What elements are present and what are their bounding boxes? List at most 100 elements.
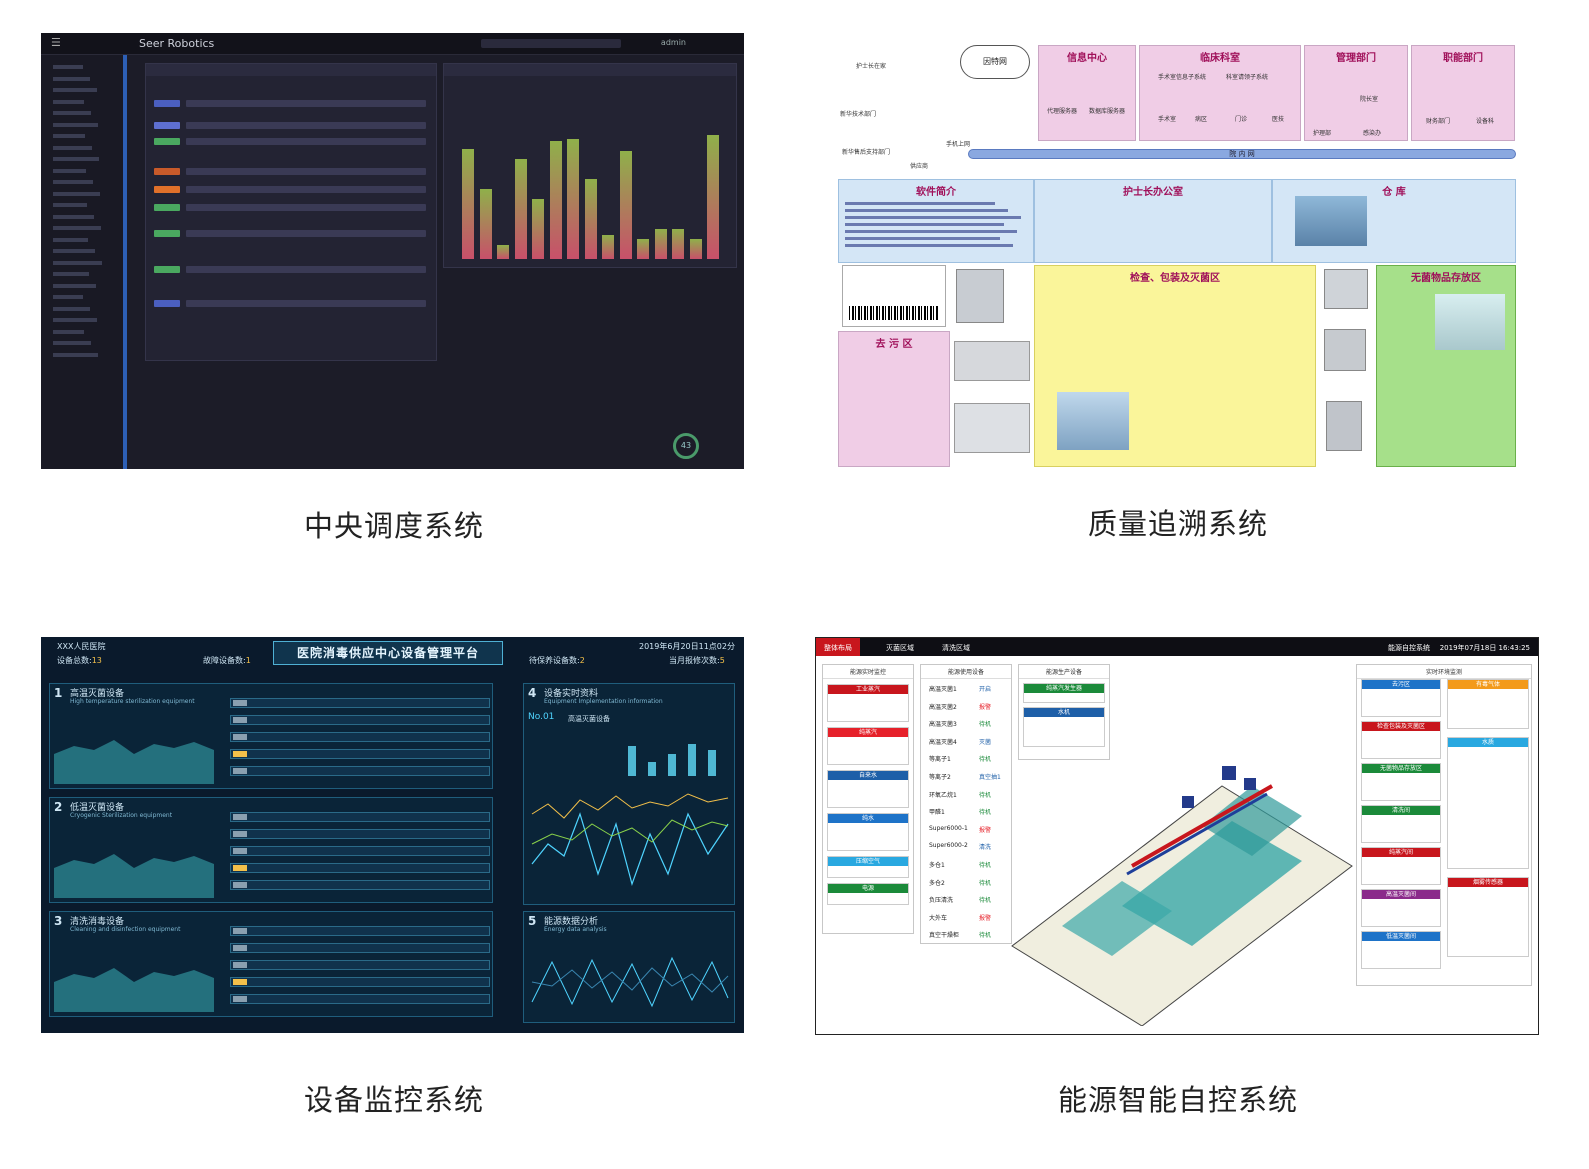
- tab-cleaning-area[interactable]: 清洗区域: [942, 644, 970, 652]
- device-status-row[interactable]: [230, 880, 490, 890]
- sidebar-item[interactable]: [53, 76, 90, 81]
- device-status-row[interactable]: [230, 829, 490, 839]
- sidebar-item[interactable]: [53, 145, 92, 150]
- central-dispatch-screenshot: ☰ Seer Robotics admin 43: [41, 33, 744, 469]
- energy-device-name: Super6000-2: [929, 842, 968, 850]
- zone-management: 管理部门 院长室 护理部 感染办: [1304, 45, 1408, 141]
- sidebar-item[interactable]: [53, 237, 88, 242]
- sidebar-item[interactable]: [53, 214, 94, 219]
- device-status-row[interactable]: [230, 732, 490, 742]
- sidebar-item[interactable]: [53, 168, 86, 173]
- task-row[interactable]: [186, 266, 426, 273]
- sidebar-item[interactable]: [53, 65, 83, 69]
- monitor-datetime: 2019年6月20日11点02分: [639, 642, 735, 651]
- energy-device-status: 报警: [979, 826, 992, 834]
- energy-device-row[interactable]: 大外车报警: [921, 908, 1011, 926]
- task-row[interactable]: [186, 230, 426, 237]
- device-badge: [233, 882, 247, 888]
- energy-device-status: 灭菌: [979, 738, 992, 746]
- device-status-row[interactable]: [230, 846, 490, 856]
- env-sensor-block: 有毒气体: [1447, 679, 1529, 729]
- device-status-row[interactable]: [230, 766, 490, 776]
- sidebar-item[interactable]: [53, 295, 83, 299]
- energy-source-block: 压缩空气: [827, 856, 909, 878]
- sidebar-item[interactable]: [53, 134, 85, 138]
- menu-icon[interactable]: ☰: [51, 36, 61, 49]
- sidebar-item[interactable]: [53, 341, 91, 345]
- device-status-row[interactable]: [230, 977, 490, 987]
- sidebar-item[interactable]: [53, 272, 89, 276]
- sidebar-item[interactable]: [53, 122, 98, 127]
- sidebar-item[interactable]: [53, 99, 84, 104]
- sidebar-item[interactable]: [53, 306, 90, 311]
- task-row[interactable]: [186, 168, 426, 175]
- sterilizer-photos: [1318, 265, 1376, 467]
- caption-central-dispatch: 中央调度系统: [303, 509, 484, 543]
- production-unit-title: 水机: [1024, 708, 1104, 717]
- device-total-value: 13: [91, 656, 102, 665]
- env-sensor-block: 水质: [1447, 737, 1529, 869]
- caption-energy-control: 能源智能自控系统: [1057, 1083, 1298, 1117]
- device-status-row[interactable]: [230, 715, 490, 725]
- sidebar-item[interactable]: [53, 329, 84, 334]
- sidebar-item[interactable]: [53, 249, 95, 253]
- sidebar-item[interactable]: [53, 88, 97, 92]
- device-status-row[interactable]: [230, 749, 490, 759]
- stats-bar: [637, 239, 649, 259]
- task-row[interactable]: [186, 300, 426, 307]
- realtime-device-id: No.01: [528, 712, 555, 722]
- fault-label: 故障设备数:: [203, 656, 246, 665]
- tab-sterilization-area[interactable]: 灭菌区域: [886, 644, 914, 652]
- stats-bar: [707, 135, 719, 259]
- device-status-row[interactable]: [230, 926, 490, 936]
- energy-device-row[interactable]: 等离子1 待机: [921, 749, 1011, 767]
- device-status-row[interactable]: [230, 960, 490, 970]
- sidebar-item[interactable]: [53, 157, 99, 161]
- device-status-row[interactable]: [230, 698, 490, 708]
- energy-device-row[interactable]: 真空干燥柜待机: [921, 925, 1011, 943]
- task-row[interactable]: [186, 204, 426, 211]
- energy-device-row[interactable]: 负压清洗待机: [921, 890, 1011, 908]
- task-row[interactable]: [186, 100, 426, 107]
- sidebar-item[interactable]: [53, 203, 87, 207]
- sidebar-item[interactable]: [53, 111, 91, 115]
- sidebar-item[interactable]: [53, 318, 97, 322]
- tab-overall-layout[interactable]: 整体布局: [816, 638, 860, 656]
- section-number: 3: [54, 914, 63, 928]
- task-row[interactable]: [186, 122, 426, 129]
- sidebar-item[interactable]: [53, 260, 102, 265]
- device-status-row[interactable]: [230, 994, 490, 1004]
- sidebar-item[interactable]: [53, 191, 100, 196]
- address-field[interactable]: [481, 39, 621, 48]
- task-row[interactable]: [186, 186, 426, 193]
- zone-clinical: 临床科室 手术室信息子系统 科室请领子系统 手术室 病区 门诊 医技: [1139, 45, 1301, 141]
- node-after-sales: 新华售后支持部门: [842, 149, 891, 156]
- energy-device-status: 待机: [979, 756, 992, 764]
- sidebar-item[interactable]: [53, 226, 101, 230]
- device-status-row[interactable]: [230, 943, 490, 953]
- section-subtitle: Cleaning and disinfection equipment: [70, 926, 181, 933]
- sidebar-item[interactable]: [53, 180, 93, 184]
- energy-device-name: 甲醛1: [929, 809, 945, 817]
- sidebar-item[interactable]: [53, 352, 98, 357]
- energy-control-screenshot: 整体布局 灭菌区域 清洗区域 能源自控系统 2019年07月18日 16:43:…: [815, 637, 1539, 1035]
- dispatch-user[interactable]: admin: [660, 38, 686, 47]
- device-status-row[interactable]: [230, 863, 490, 873]
- device-status-row[interactable]: [230, 812, 490, 822]
- device-badge: [233, 831, 247, 837]
- sidebar-item[interactable]: [53, 283, 96, 288]
- device-badge: [233, 751, 247, 757]
- energy-device-name: 等离子1: [929, 756, 951, 764]
- task-row[interactable]: [186, 138, 426, 145]
